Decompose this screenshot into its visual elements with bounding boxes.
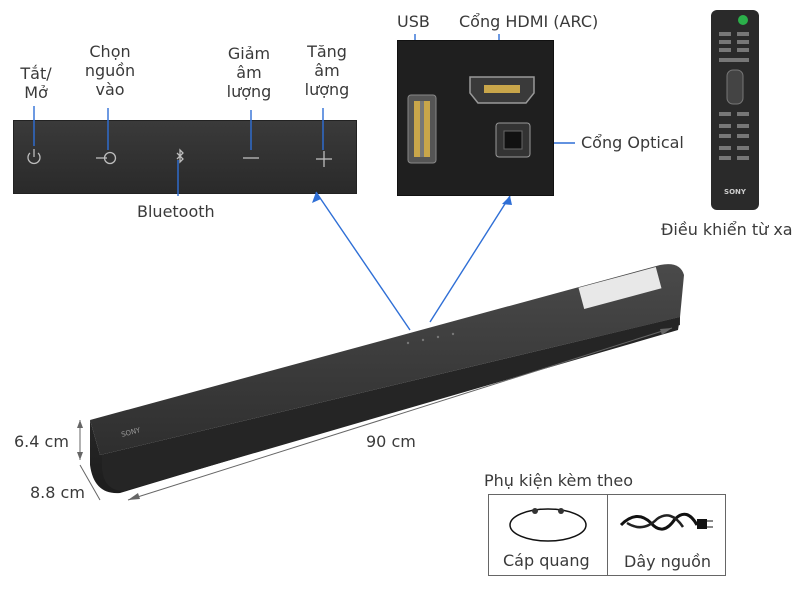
remote-control-image: SONY xyxy=(705,8,765,213)
soundbar-graphic: SONY xyxy=(90,264,684,494)
accessories-box: Cáp quang Dây nguồn xyxy=(488,494,726,576)
usb-port-icon xyxy=(407,94,437,164)
power-cord-label: Dây nguồn xyxy=(624,552,712,571)
optical-label: Cổng Optical xyxy=(581,133,684,152)
remote-graphic: SONY xyxy=(711,10,759,210)
remote-label: Điều khiển từ xa xyxy=(661,220,793,239)
usb-label: USB xyxy=(397,12,430,31)
height-dimension: 6.4 cm xyxy=(14,432,69,451)
volume-down-label: Giảm âm lượng xyxy=(226,44,272,102)
volume-up-label: Tăng âm lượng xyxy=(304,42,350,100)
remote-brand: SONY xyxy=(724,188,747,196)
optical-cable-label: Cáp quang xyxy=(503,551,590,570)
input-label: Chọn nguồn vào xyxy=(84,42,136,100)
bluetooth-icon xyxy=(176,148,184,164)
width-dimension: 90 cm xyxy=(366,432,416,451)
depth-dimension: 8.8 cm xyxy=(30,483,85,502)
hdmi-port-icon xyxy=(469,76,535,104)
bluetooth-label: Bluetooth xyxy=(137,202,215,221)
optical-cable-icon xyxy=(509,508,587,542)
control-panel-graphic xyxy=(27,148,332,167)
ports-closeup xyxy=(397,40,554,196)
optical-port-icon xyxy=(495,122,531,158)
power-icon xyxy=(27,152,41,165)
power-cord-icon xyxy=(619,512,713,531)
hdmi-label: Cổng HDMI (ARC) xyxy=(459,12,599,31)
ports-graphic xyxy=(398,41,553,195)
power-label: Tắt/ Mở xyxy=(20,64,52,103)
control-panel-closeup xyxy=(13,120,357,194)
soundbar-image: SONY xyxy=(80,255,700,515)
remote-power-button xyxy=(738,15,748,25)
accessories-divider xyxy=(607,495,608,575)
accessories-title: Phụ kiện kèm theo xyxy=(484,471,634,490)
